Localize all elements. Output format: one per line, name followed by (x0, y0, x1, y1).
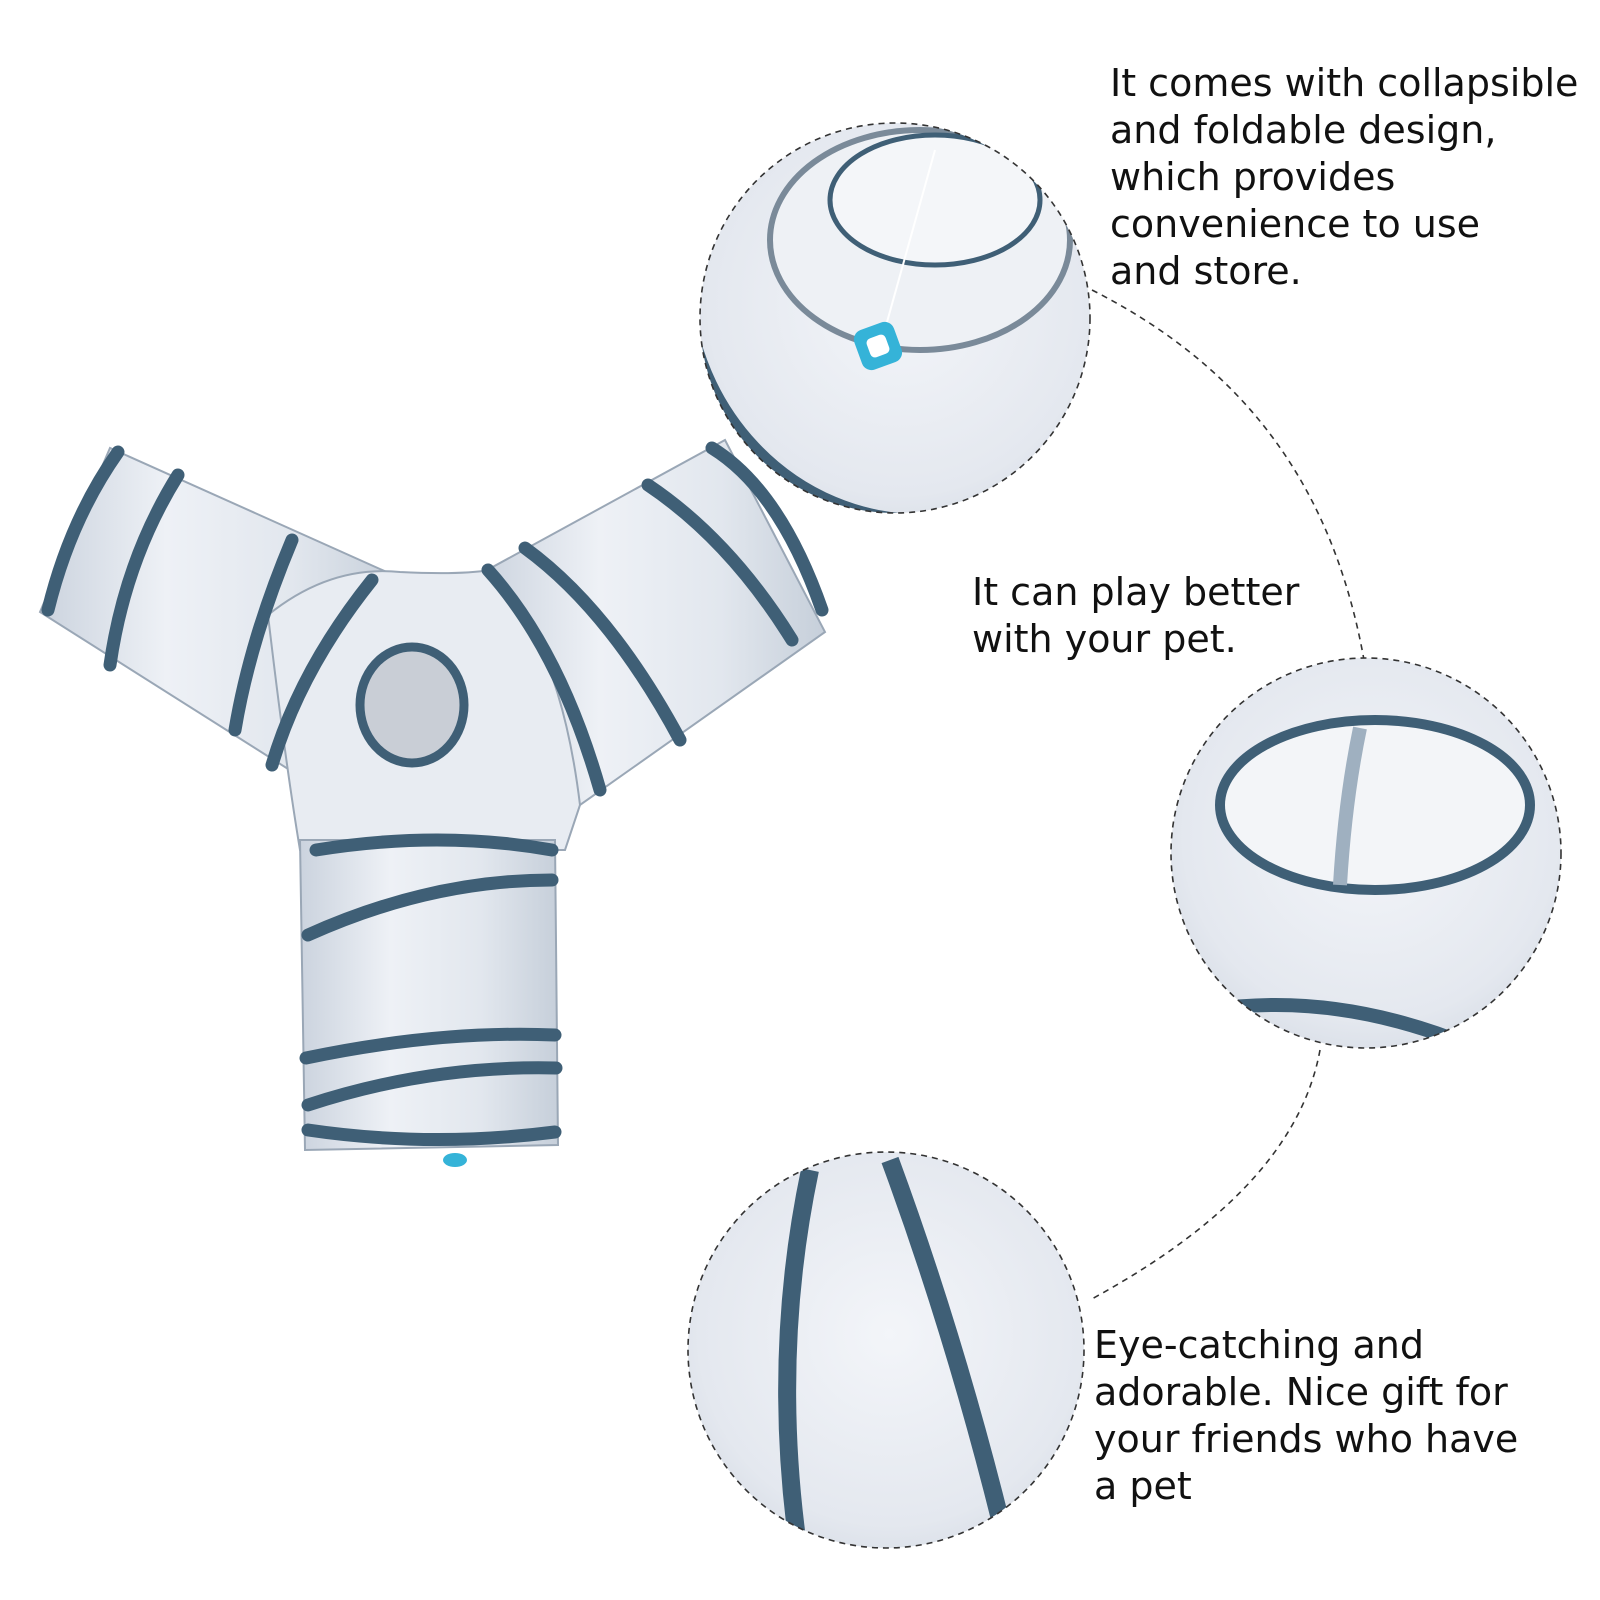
dashed-connectors (1089, 289, 1365, 1301)
ring-left-2 (103, 468, 185, 672)
ring-bottom-3 (299, 1027, 562, 1065)
ring-right-2 (518, 541, 687, 747)
ring-left-4 (265, 573, 379, 772)
ring-bottom-4 (301, 1061, 563, 1112)
detail-circle-opening (699, 122, 1091, 514)
detail-circle-peephole (1170, 657, 1562, 1049)
caption-play-with-pet: It can play better with your pet. (972, 570, 1300, 661)
ring-bottom-2 (301, 873, 559, 942)
ring-right-4 (705, 441, 829, 617)
caption-gift: Eye-catching and adorable. Nice gift for… (1094, 1323, 1519, 1508)
tunnel-peephole (355, 642, 469, 768)
ring-right-3 (641, 478, 799, 647)
ring-bottom-1 (309, 833, 559, 857)
connector-middle-bottom (1089, 1049, 1321, 1301)
toy-ball-peek (443, 1153, 467, 1167)
ring-left-3 (228, 533, 299, 737)
connector-top-middle (1091, 289, 1365, 661)
ring-bottom-5 (301, 1123, 562, 1146)
detail-circle-stripes (687, 1151, 1085, 1549)
ring-right-1 (481, 563, 607, 797)
caption-collapsible-design: It comes with collapsible and foldable d… (1110, 61, 1579, 293)
ring-left-1 (41, 445, 125, 617)
cat-tunnel-image (38, 438, 829, 1167)
